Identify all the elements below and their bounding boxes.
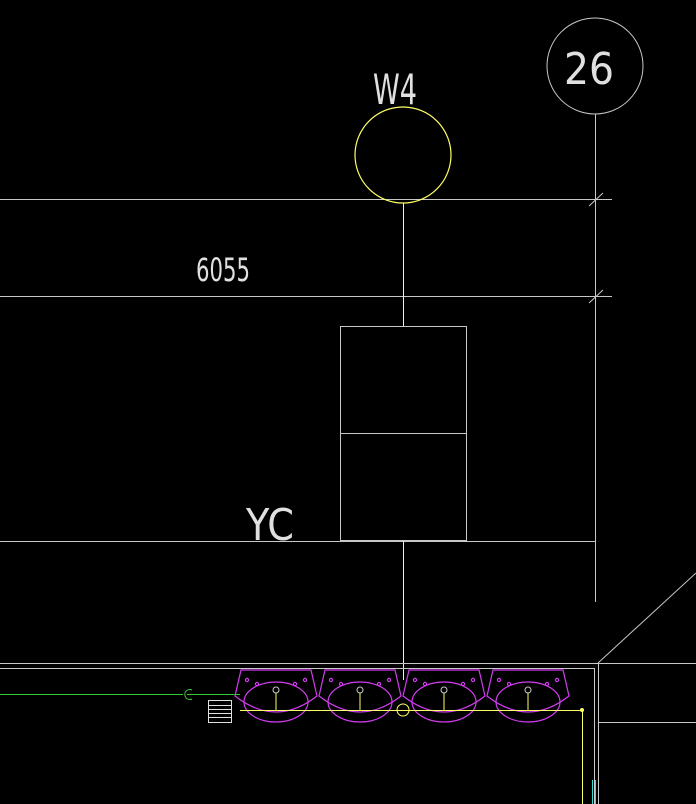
faucet-hole <box>506 681 512 687</box>
supply-pipe <box>240 703 583 804</box>
faucet-hole <box>338 681 344 687</box>
faucet-hole <box>376 681 382 687</box>
faucet-hole <box>422 681 428 687</box>
green-pipe <box>0 689 240 700</box>
wall-outline <box>0 572 696 804</box>
dimension-tick-upper <box>588 192 604 207</box>
faucet-hole <box>302 677 308 683</box>
window-tag-label: W4 <box>373 65 417 114</box>
faucet-hole <box>244 677 250 683</box>
washbasin-row <box>234 669 570 723</box>
faucet-hole <box>328 677 334 683</box>
faucet-hole <box>386 677 392 683</box>
faucet-hole <box>554 677 560 683</box>
washbasin <box>486 669 570 723</box>
equipment-box <box>340 326 467 541</box>
faucet-hole <box>412 677 418 683</box>
faucet-hole <box>254 681 260 687</box>
floor-drain-frame <box>208 700 232 723</box>
room-code-label: YC <box>245 500 294 551</box>
faucet-hole <box>470 677 476 683</box>
faucet-hole <box>460 681 466 687</box>
faucet-hole <box>544 681 550 687</box>
floor-drain-icon <box>208 700 232 723</box>
cyan-riser <box>592 780 596 804</box>
washbasin <box>402 669 486 723</box>
washbasin <box>234 669 318 723</box>
washbasin-bowl <box>411 681 477 723</box>
washbasin-counter <box>318 669 402 713</box>
green-pipe-end-icon <box>184 689 193 700</box>
washbasin-counter <box>234 669 318 713</box>
dimension-label: 6055 <box>196 251 250 289</box>
grid-lines <box>0 199 612 542</box>
washbasin-counter <box>486 669 570 713</box>
faucet-hole <box>496 677 502 683</box>
axis-26 <box>546 17 644 602</box>
pipe-junction-icon <box>396 703 410 717</box>
axis-bubble-label: 26 <box>564 44 614 95</box>
washbasin-bowl <box>243 681 309 723</box>
pipe-node <box>580 708 584 712</box>
washbasin-counter <box>402 669 486 713</box>
washbasin <box>318 669 402 723</box>
dimension-tick-lower <box>588 289 604 304</box>
washbasin-bowl <box>327 681 393 723</box>
faucet-hole <box>292 681 298 687</box>
wall-diagonal <box>597 572 696 664</box>
washbasin-bowl <box>495 681 561 723</box>
